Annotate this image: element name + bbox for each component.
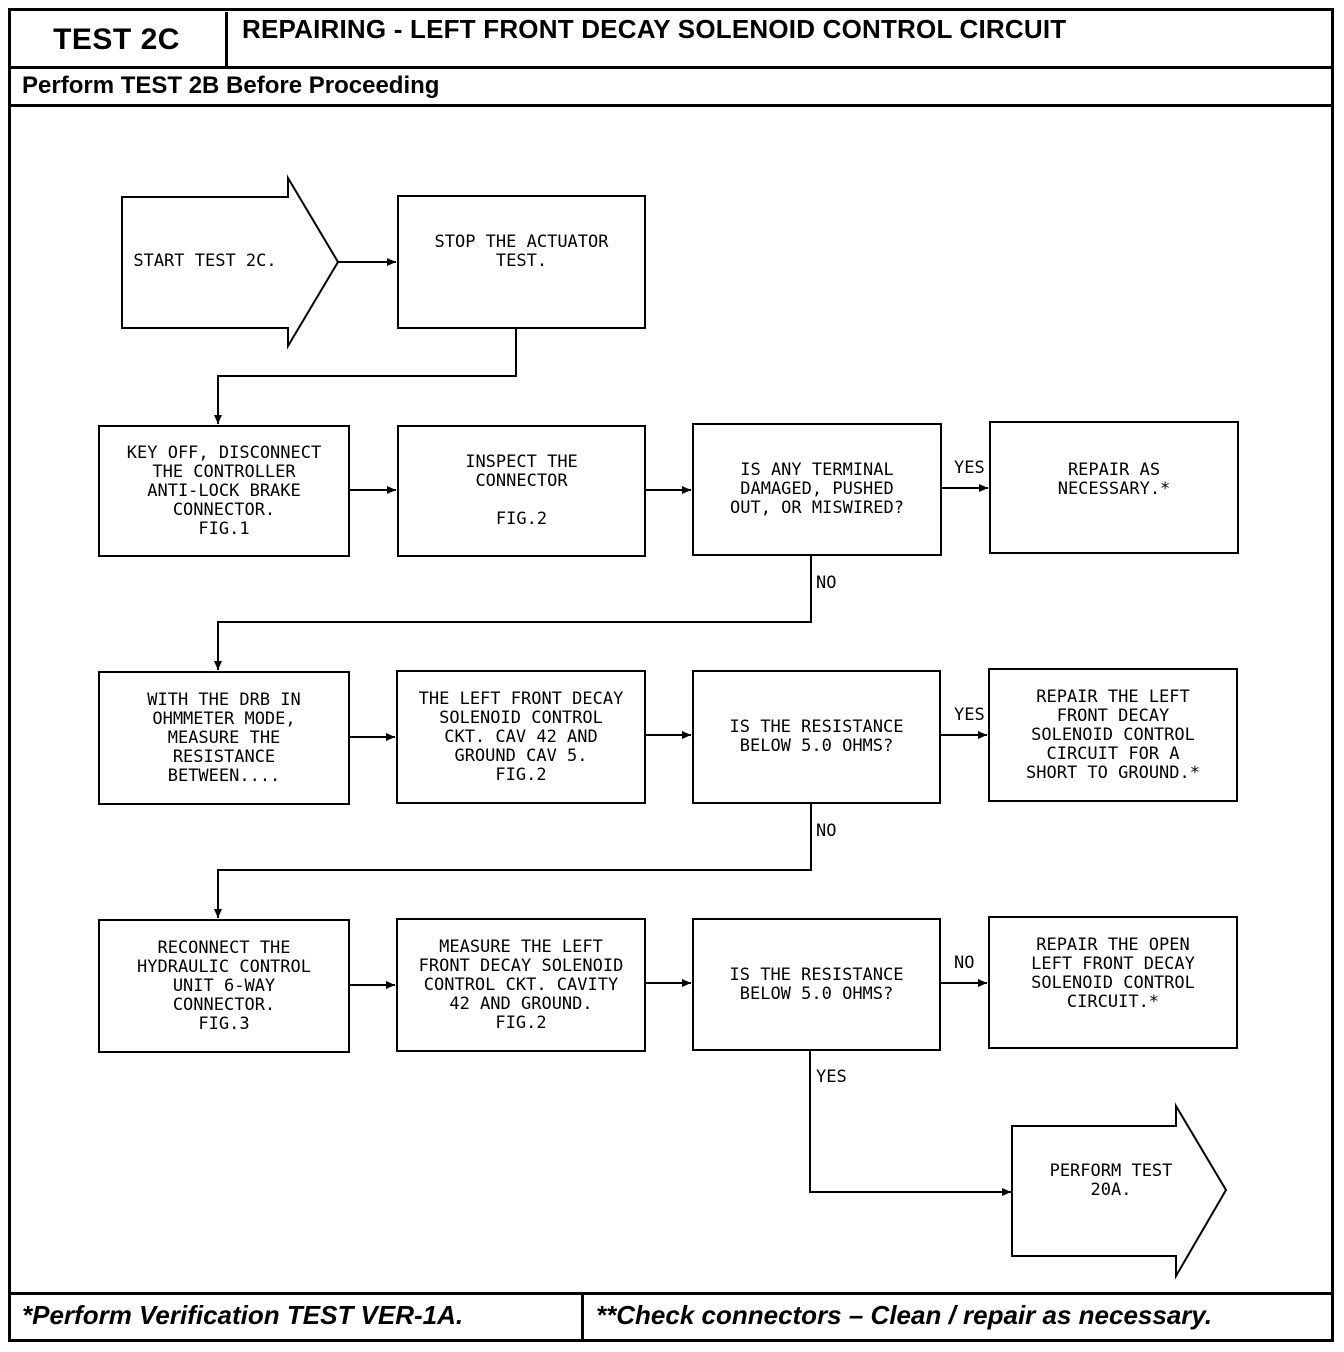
inspect-text: INSPECT THE CONNECTOR FIG.2 — [465, 452, 578, 529]
footer-connector-note: **Check connectors – Clean / repair as n… — [596, 1300, 1213, 1330]
no-label-3: NO — [954, 953, 975, 973]
no-label-1: NO — [816, 573, 837, 593]
header-divider — [8, 66, 1334, 69]
footer-verification-note: *Perform Verification TEST VER-1A. — [22, 1300, 464, 1330]
resistance-question-1-text: IS THE RESISTANCE BELOW 5.0 OHMS? — [729, 717, 904, 756]
left-front-ckt-box: THE LEFT FRONT DECAY SOLENOID CONTROL CK… — [396, 670, 646, 804]
terminal-question-box: IS ANY TERMINAL DAMAGED, PUSHED OUT, OR … — [692, 423, 942, 556]
resistance-question-1-box: IS THE RESISTANCE BELOW 5.0 OHMS? — [692, 670, 941, 804]
repair-necessary-text: REPAIR AS NECESSARY.* — [1057, 460, 1171, 499]
connector-q2-perform — [809, 1050, 1011, 1196]
stop-actuator-text: STOP THE ACTUATOR TEST. — [434, 232, 609, 271]
test-label: TEST 2C — [8, 12, 228, 68]
stop-actuator-box: STOP THE ACTUATOR TEST. — [397, 195, 646, 329]
perform-test-label: PERFORM TEST 20A. — [1049, 1161, 1173, 1200]
start-arrow-shape — [121, 174, 340, 350]
repair-short-text: REPAIR THE LEFT FRONT DECAY SOLENOID CON… — [1026, 686, 1200, 783]
page-frame — [8, 8, 1334, 1342]
key-off-text: KEY OFF, DISCONNECT THE CONTROLLER ANTI-… — [126, 442, 322, 539]
with-drb-box: WITH THE DRB IN OHMMETER MODE, MEASURE T… — [98, 671, 350, 805]
connector-stop-key — [214, 328, 517, 424]
terminal-question-text: IS ANY TERMINAL DAMAGED, PUSHED OUT, OR … — [730, 460, 904, 518]
reconnect-box: RECONNECT THE HYDRAULIC CONTROL UNIT 6-W… — [98, 919, 350, 1053]
footer-divider — [8, 1292, 1334, 1295]
subtitle-divider — [8, 104, 1334, 107]
left-front-ckt-text: THE LEFT FRONT DECAY SOLENOID CONTROL CK… — [418, 688, 624, 785]
resistance-question-2-box: IS THE RESISTANCE BELOW 5.0 OHMS? — [692, 918, 941, 1051]
connector-question-drb — [214, 555, 812, 670]
page-subtitle: Perform TEST 2B Before Proceeding — [22, 72, 440, 99]
key-off-box: KEY OFF, DISCONNECT THE CONTROLLER ANTI-… — [98, 425, 350, 557]
page-title: REPAIRING - LEFT FRONT DECAY SOLENOID CO… — [242, 14, 1067, 44]
footer-separator — [581, 1293, 584, 1341]
repair-short-box: REPAIR THE LEFT FRONT DECAY SOLENOID CON… — [988, 668, 1238, 802]
yes-label-3: YES — [816, 1067, 847, 1087]
measure-left-box: MEASURE THE LEFT FRONT DECAY SOLENOID CO… — [396, 918, 646, 1052]
perform-arrow-shape — [1011, 1102, 1228, 1280]
repair-open-box: REPAIR THE OPEN LEFT FRONT DECAY SOLENOI… — [988, 916, 1238, 1049]
resistance-question-2-text: IS THE RESISTANCE BELOW 5.0 OHMS? — [729, 964, 904, 1004]
reconnect-text: RECONNECT THE HYDRAULIC CONTROL UNIT 6-W… — [137, 937, 311, 1034]
no-label-2: NO — [816, 821, 837, 841]
inspect-box: INSPECT THE CONNECTOR FIG.2 — [397, 425, 646, 557]
yes-label-1: YES — [954, 458, 985, 478]
connector-q1-reconnect — [214, 803, 812, 918]
with-drb-text: WITH THE DRB IN OHMMETER MODE, MEASURE T… — [147, 689, 301, 786]
repair-open-text: REPAIR THE OPEN LEFT FRONT DECAY SOLENOI… — [1031, 935, 1195, 1012]
yes-label-2: YES — [954, 705, 985, 725]
start-test-label: START TEST 2C. — [133, 251, 277, 271]
repair-necessary-box: REPAIR AS NECESSARY.* — [989, 421, 1239, 554]
measure-left-text: MEASURE THE LEFT FRONT DECAY SOLENOID CO… — [418, 936, 624, 1033]
